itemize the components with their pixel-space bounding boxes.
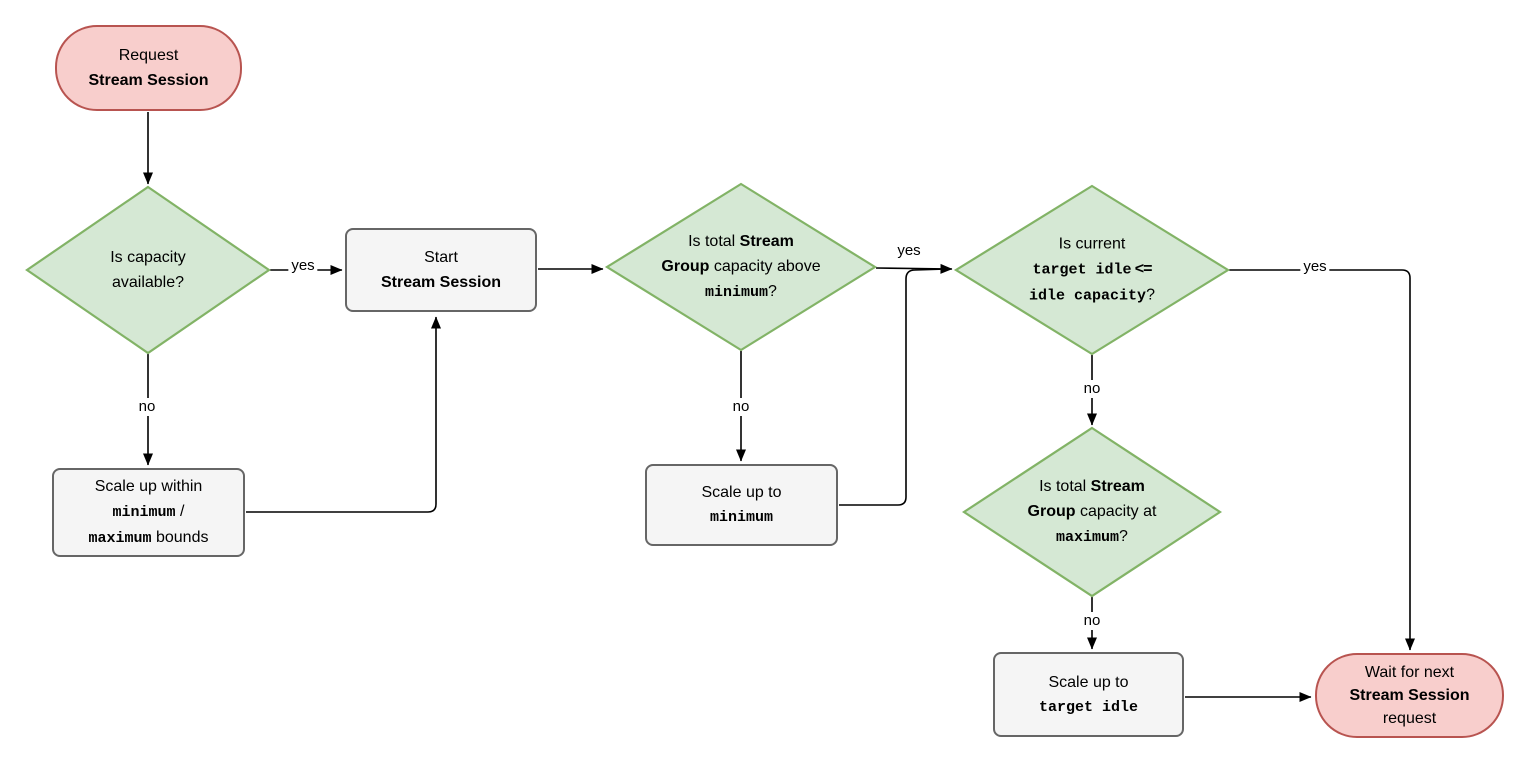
decision-group-capacity-above-minimum-text: Is total Stream Group capacity above min… — [661, 233, 821, 301]
node-text-line: request — [1382, 710, 1437, 727]
node-text-line: Stream Session — [380, 274, 502, 291]
edge-label-no: no — [135, 398, 159, 416]
terminal-wait-for-next-request: Wait for next Stream Session request — [1315, 653, 1504, 738]
decision-target-idle-vs-idle-capacity — [953, 184, 1231, 356]
edge-label-yes: yes — [288, 257, 318, 275]
edge-label-yes: yes — [1300, 258, 1330, 276]
node-text-line: Start — [424, 249, 458, 266]
process-scale-up-within-bounds: Scale up within minimum / maximum bounds — [52, 468, 245, 557]
process-scale-up-to-target-idle: Scale up to target idle — [993, 652, 1184, 737]
terminal-request-stream-session: Request Stream Session — [55, 25, 242, 111]
node-text-line: Wait for next — [1364, 664, 1455, 681]
edge-label-yes: yes — [894, 242, 924, 260]
node-text-line: Scale up to — [701, 484, 782, 501]
edge-scale-bounds-to-start — [246, 316, 441, 513]
node-text-line: Scale up within — [94, 478, 203, 495]
process-scale-up-to-minimum: Scale up to minimum — [645, 464, 838, 546]
decision-capacity-available — [25, 185, 271, 355]
edge-label-no: no — [1080, 612, 1104, 630]
decision-capacity-available-text: Is capacity available? — [110, 249, 186, 291]
node-text-line: maximum bounds — [88, 529, 209, 547]
process-start-stream-session: Start Stream Session — [345, 228, 537, 312]
node-text-line: Request — [118, 47, 179, 64]
decision-group-capacity-above-minimum — [604, 182, 878, 352]
decision-target-idle-vs-idle-capacity-text: Is current target idle <= idle capacity? — [1029, 235, 1155, 305]
node-text-line: Stream Session — [88, 72, 209, 89]
node-text-line: target idle — [1038, 698, 1139, 716]
node-text-line: minimum / — [112, 503, 185, 521]
edge-scale-min-to-target-idle — [839, 268, 948, 506]
edge-label-no: no — [729, 398, 753, 416]
node-text-line: minimum — [709, 509, 773, 526]
edge-target-idle-yes-to-wait — [1229, 269, 1415, 651]
edge-label-no: no — [1080, 380, 1104, 398]
node-text-line: Stream Session — [1349, 687, 1470, 704]
decision-group-capacity-at-maximum — [961, 426, 1223, 598]
decision-group-capacity-at-maximum-text: Is total Stream Group capacity at maximu… — [1027, 478, 1157, 546]
node-text-line: Scale up to — [1048, 673, 1129, 691]
